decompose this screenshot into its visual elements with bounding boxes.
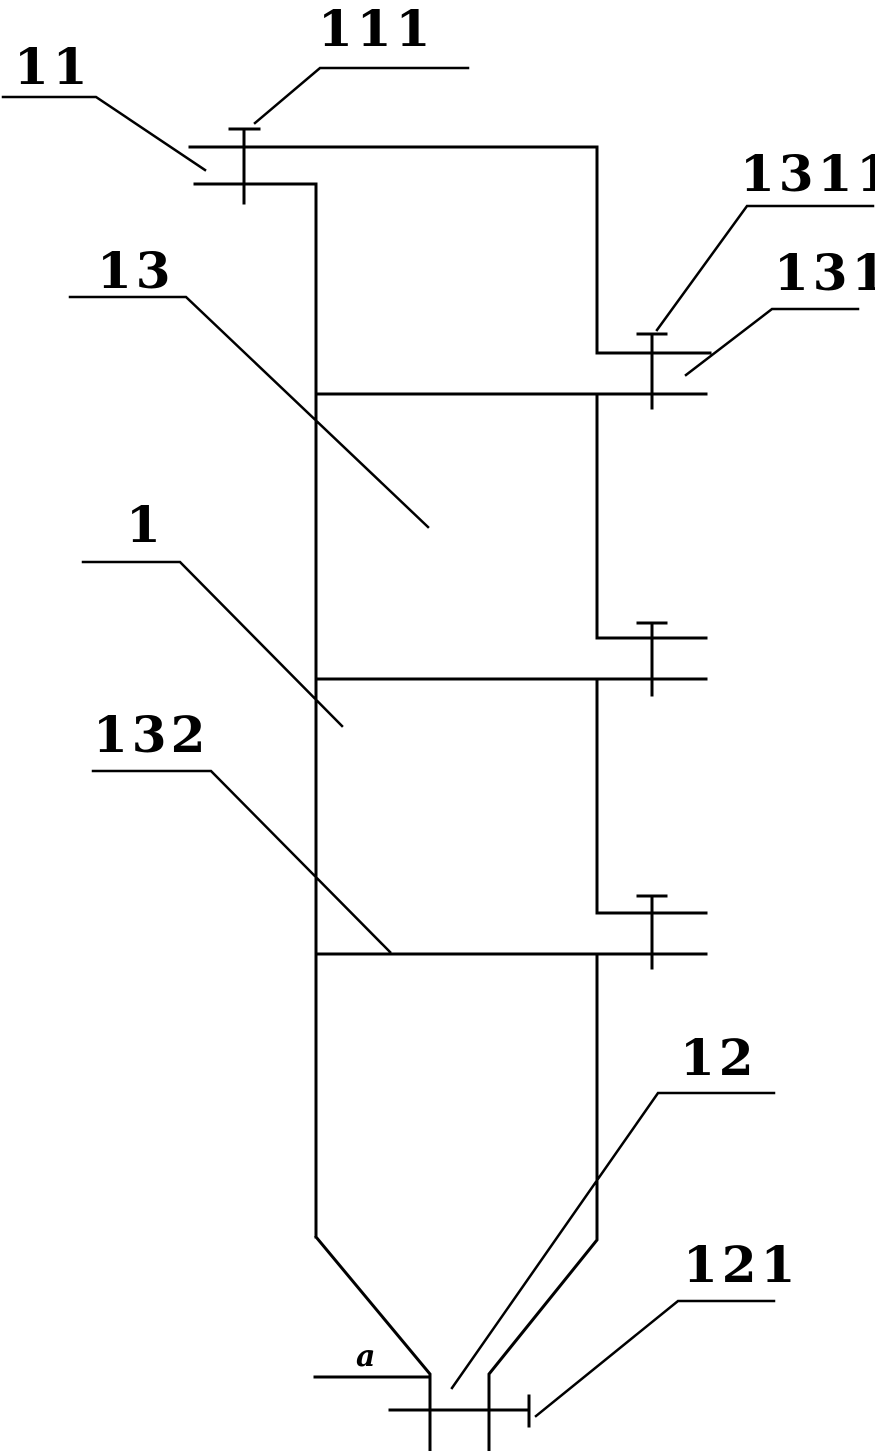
label-111: 111	[318, 0, 434, 58]
label-12: 12	[680, 1028, 758, 1087]
side-nozzle-flange-1	[636, 332, 668, 410]
bottom-outlet-flange	[313, 1375, 531, 1428]
label-a: a	[356, 1339, 375, 1374]
label-1: 1	[126, 495, 165, 554]
label-121: 121	[683, 1235, 799, 1294]
leader-lines	[1, 66, 875, 1418]
top-inlet-pipe	[188, 145, 712, 1239]
side-nozzle-flange-2	[636, 621, 668, 697]
label-13: 13	[97, 241, 175, 300]
side-nozzle-flange-3	[636, 894, 668, 970]
conical-bottom	[313, 1234, 599, 1451]
label-131: 131	[774, 243, 875, 302]
vessel-body	[314, 392, 708, 1239]
label-132: 132	[93, 705, 209, 764]
label-11: 11	[14, 37, 92, 96]
top-inlet-flange	[228, 127, 261, 205]
